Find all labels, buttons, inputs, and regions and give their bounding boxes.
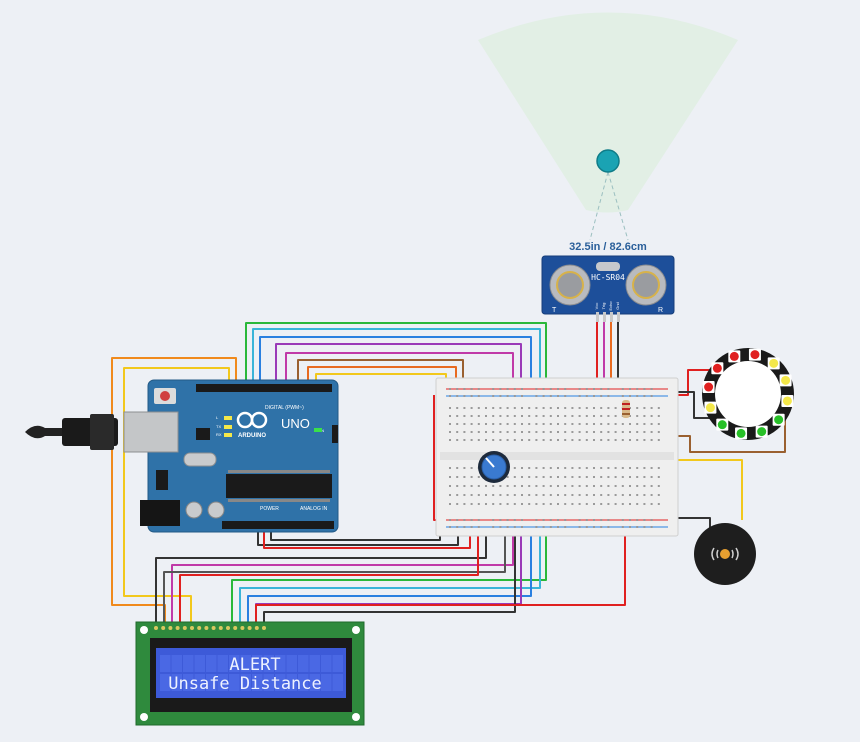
sensor-r-mark: R	[658, 307, 663, 314]
usb-cable[interactable]	[25, 414, 118, 450]
lcd-pin	[254, 626, 259, 630]
lcd-pin	[182, 626, 187, 630]
wire-yellow	[123, 367, 230, 628]
arduino-uno-board[interactable]: ARDUINO UNO DIGITAL (PWM~) POWER ANALOG …	[25, 379, 339, 533]
arduino-model: UNO	[281, 416, 310, 431]
capacitor	[185, 501, 203, 519]
lcd-display[interactable]: ALERT Unsafe Distance	[135, 621, 365, 726]
l-label: L	[216, 415, 219, 420]
crystal	[183, 452, 217, 467]
lcd-pin	[218, 626, 223, 630]
lcd-pin	[262, 626, 266, 630]
distance-readout: 32.5in / 82.6cm	[569, 241, 647, 253]
capacitor	[207, 501, 225, 519]
digital-header	[196, 384, 332, 392]
breadboard[interactable]	[435, 377, 679, 537]
piezo-buzzer[interactable]	[694, 523, 756, 585]
lcd-pin	[168, 626, 173, 630]
lcd-pin	[233, 626, 238, 630]
power-jack	[140, 500, 180, 526]
lcd-pin	[197, 626, 202, 630]
sensor-t-mark: T	[552, 307, 557, 314]
analog-label: ANALOG IN	[300, 506, 328, 512]
lcd-pin	[175, 626, 180, 630]
potentiometer[interactable]	[478, 451, 510, 483]
usb-port	[123, 411, 179, 453]
rx-label: RX	[216, 432, 222, 437]
arduino-logo-icon	[236, 411, 268, 429]
power-label: POWER	[260, 506, 279, 512]
sensor-pin-label: Trig	[601, 303, 606, 310]
sensor-model-label: HC-SR04	[591, 273, 625, 282]
sensor-detection-cone	[478, 12, 738, 241]
digital-label: DIGITAL (PWM~)	[265, 405, 304, 411]
lcd-pin	[161, 626, 166, 630]
lcd-pin	[190, 626, 194, 630]
sensor-pin-label: Gnd	[615, 302, 620, 310]
lcd-line-1: ALERT	[229, 655, 280, 675]
arduino-brand: ARDUINO	[238, 433, 266, 439]
lcd-pin	[154, 626, 158, 630]
lcd-line-2: Unsafe Distance	[168, 674, 322, 694]
wire-gray-2	[263, 505, 516, 628]
lcd-pin	[240, 626, 245, 630]
lcd-pin	[247, 626, 252, 630]
neopixel-ring[interactable]	[702, 348, 794, 440]
power-analog-header	[222, 521, 334, 529]
sensor-pin-label: Echo	[608, 301, 613, 311]
lcd-pin	[226, 626, 230, 630]
detected-object-target[interactable]	[596, 149, 620, 173]
lcd-pin	[211, 626, 216, 630]
atmega-chip	[226, 474, 332, 498]
resistor[interactable]	[622, 400, 630, 418]
wire-gray-1	[163, 505, 506, 628]
tx-label: TX	[216, 424, 221, 429]
sensor-pin-label: Vcc	[594, 303, 599, 310]
lcd-pin	[204, 626, 209, 630]
